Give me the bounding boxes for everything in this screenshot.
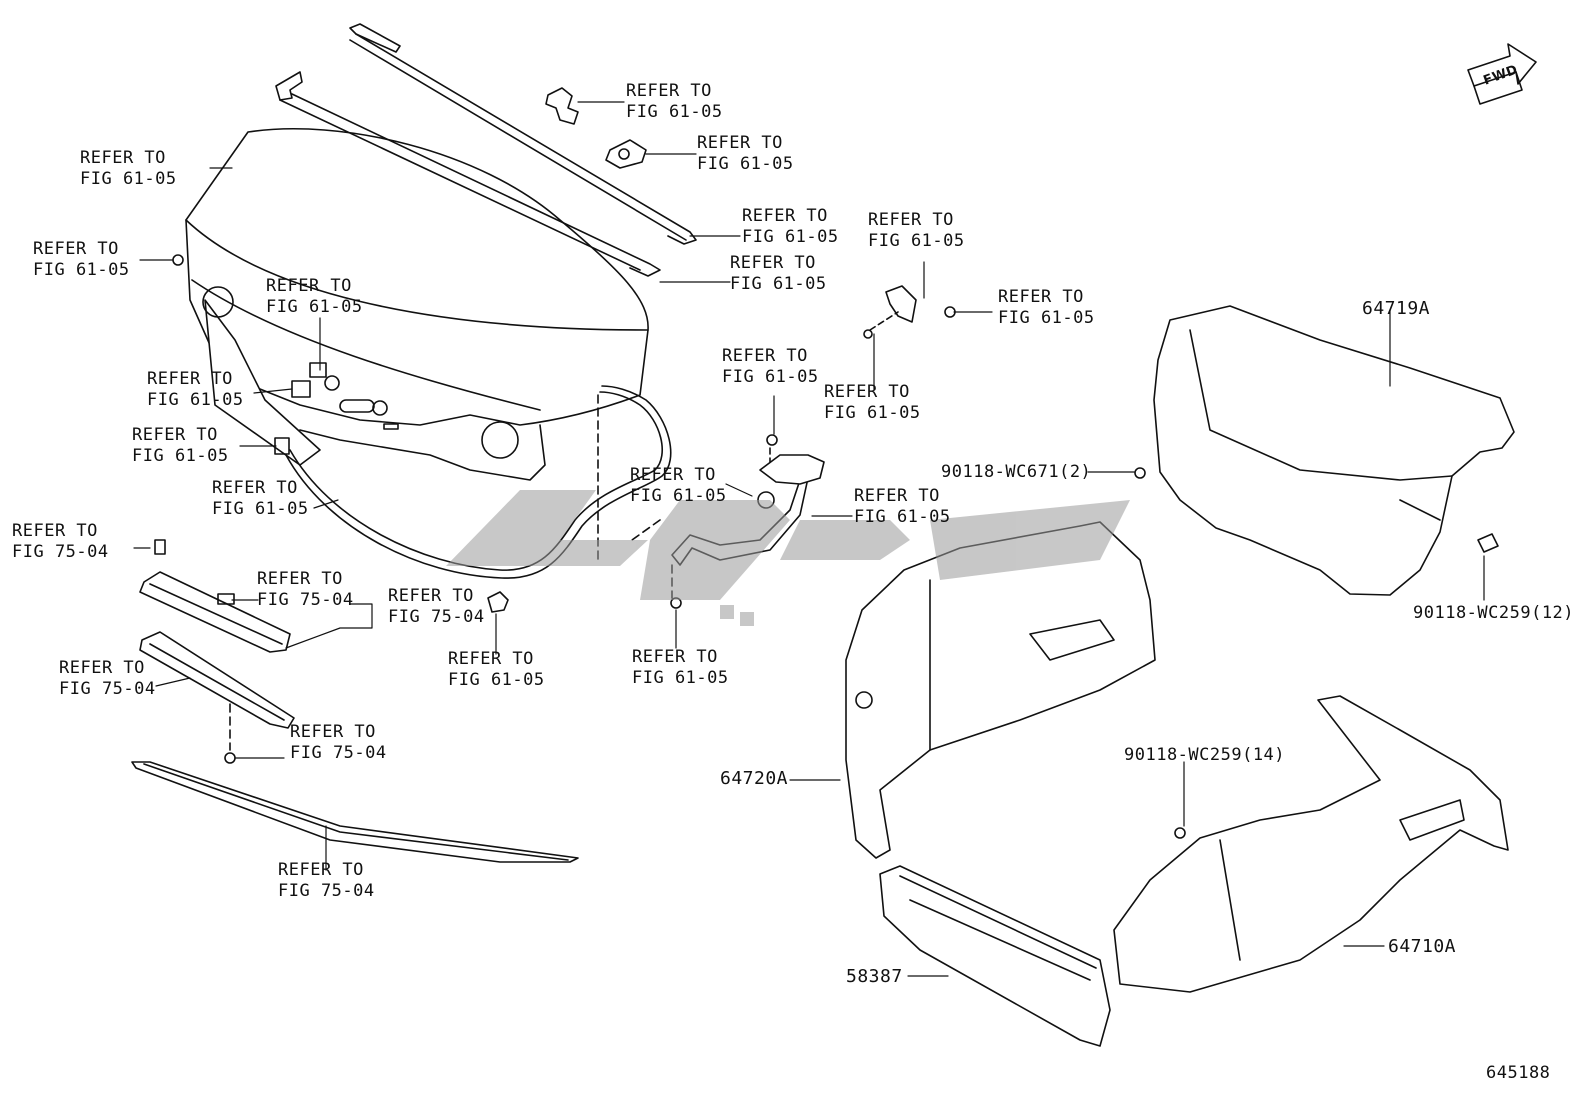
figure-id: 645188	[1486, 1063, 1551, 1083]
fwd-arrow-icon	[1467, 43, 1537, 105]
fastener	[172, 254, 184, 266]
part-number: 90118-WC259(12)	[1413, 603, 1575, 623]
clip	[487, 591, 509, 613]
part-number: 58387	[846, 966, 903, 987]
leader-lines	[133, 101, 1485, 977]
lid-trim-64719a	[1134, 305, 1515, 596]
side-trim-64720a	[845, 521, 1156, 859]
part-number: 90118-WC259(14)	[1124, 745, 1286, 765]
hinge-bracket-small	[545, 87, 647, 169]
torsion-bar-upper	[349, 23, 697, 245]
watermark-logo	[446, 490, 1130, 626]
part-number: 64710A	[1388, 936, 1457, 957]
weatherstrip	[285, 385, 672, 579]
garnish-bracket	[139, 539, 295, 764]
part-number: 64719A	[1362, 298, 1431, 319]
trunk-lid	[185, 127, 649, 481]
part-number: 64720A	[720, 768, 789, 789]
part-number: 90118-WC671(2)	[941, 462, 1092, 482]
torsion-bar-lower	[275, 71, 661, 277]
sill-plate-58387	[879, 865, 1111, 1047]
lock-bracket	[863, 285, 956, 339]
side-trim-64710a	[1113, 695, 1509, 993]
trunk-molding	[131, 761, 579, 863]
